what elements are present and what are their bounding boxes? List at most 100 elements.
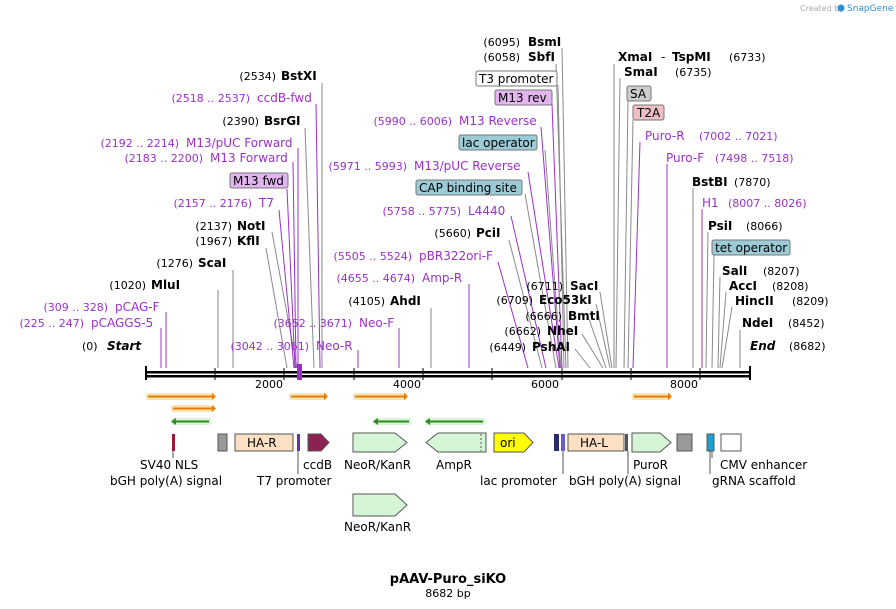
lac-operator-feature <box>561 434 565 451</box>
cut-line-acci <box>719 291 727 369</box>
enzyme-bmti-name: BmtI <box>568 309 600 323</box>
enzyme-pcii-name: PciI <box>476 226 501 240</box>
enzyme-sali-num: (8207) <box>763 265 800 278</box>
cut-line-nhei <box>581 333 604 369</box>
ampr-feature <box>425 432 487 453</box>
enzyme-saci-num: (6711) <box>526 280 563 293</box>
scale-8000: 8000 <box>670 378 698 391</box>
primer-pcaggs-5-range: (225 .. 247) <box>19 317 84 330</box>
enzyme-bsrgi-num: (2390) <box>222 115 259 128</box>
sv40-nls-feature <box>172 434 175 451</box>
enzyme-ndei-num: (8452) <box>788 317 825 330</box>
t7-promoter-label: T7 promoter <box>256 474 332 488</box>
t3-promoter-box <box>475 70 558 87</box>
primer-line-m13-rev <box>551 103 563 369</box>
cut-line-noti <box>271 231 298 369</box>
ccdb-label: ccdB <box>303 458 332 472</box>
primer-arrow-fwd-1 <box>146 393 216 400</box>
polya-feature <box>676 433 693 452</box>
primer-pcag-f-name: pCAG-F <box>115 300 160 314</box>
enzyme-smai-num: (6735) <box>675 66 712 79</box>
enzyme-kfli-num: (1967) <box>195 235 232 248</box>
primer-m13-reverse-range: (5990 .. 6006) <box>373 115 452 128</box>
m13-rev-label: M13 rev <box>498 91 547 105</box>
tet-operator-label: tet operator <box>715 241 787 255</box>
ha-l-feature <box>567 433 625 452</box>
connector-tet-operator <box>711 253 715 369</box>
enzyme-pcii-num: (5660) <box>434 227 471 240</box>
primer-arrow-rev-2 <box>373 418 411 425</box>
primer-line-m13-fwd <box>286 188 296 369</box>
m13-fwd-label: M13 fwd <box>233 174 284 188</box>
start-label: Start <box>107 339 142 353</box>
primer-pcaggs-5-name: pCAGGS-5 <box>91 316 153 330</box>
cap-binding-site-label: CAP binding site <box>419 181 517 195</box>
enzyme-bstbi-num: (7870) <box>734 176 771 189</box>
connector-t2a <box>627 119 634 369</box>
enzyme-xmai-sep: - <box>661 50 665 64</box>
primer-m13-forward-name: M13 Forward <box>210 151 288 165</box>
puror-feature <box>631 432 672 453</box>
sa-label: SA <box>630 87 647 101</box>
enzyme-smai-name: SmaI <box>624 65 658 79</box>
tet-operator-box <box>711 239 791 256</box>
primer-t7-range: (2157 .. 2176) <box>173 197 252 210</box>
cut-line-smai <box>615 77 621 369</box>
lac-operator-box <box>458 134 538 151</box>
primer-arrow-fwd-5 <box>632 393 672 400</box>
cut-line-eco53ki <box>595 303 611 369</box>
enzyme-nhei-name: NheI <box>547 324 578 338</box>
end-label: End <box>750 339 776 353</box>
scale-6000: 6000 <box>531 378 559 391</box>
enzyme-psii-num: (8066) <box>746 220 783 233</box>
cut-line-pshai <box>574 348 591 369</box>
neor-kanr-feature <box>352 432 408 453</box>
primer-m13-forward-range: (2183 .. 2200) <box>124 152 203 165</box>
primer-arrow-rev-3 <box>425 418 485 425</box>
primer-m13-reverse-name: M13 Reverse <box>459 114 537 128</box>
primer-line-m13-puc-reverse <box>527 171 560 369</box>
primer-ccdb-fwd-name: ccdB-fwd <box>257 91 312 105</box>
primer-arrow-rev-1 <box>171 418 211 425</box>
enzyme-saci-name: SacI <box>570 279 598 293</box>
enzyme-xmai-name: XmaI <box>618 50 652 64</box>
primer-amp-r-range: (4655 .. 4674) <box>336 272 415 285</box>
enzyme-kfli-name: KflI <box>237 234 260 248</box>
cut-line-bmti <box>588 318 607 369</box>
primer-puro-r-name: Puro-R <box>645 129 685 143</box>
primer-h1-range: (8007 .. 8026) <box>728 197 807 210</box>
primer-l4440-name: L4440 <box>468 204 505 218</box>
brand-name: SnapGene <box>847 4 894 14</box>
plasmid-title: pAAV-Puro_siKO <box>390 572 506 587</box>
enzyme-bsmi-name: BsmI <box>528 35 561 49</box>
primer-line-t7 <box>278 209 295 369</box>
enzyme-sbfi-num: (6058) <box>483 51 520 64</box>
primer-line-m13-forward <box>292 161 297 369</box>
cut-line-saci <box>599 291 613 369</box>
enzyme-eco53ki-num: (6709) <box>496 294 533 307</box>
cap-binding-site-box <box>415 179 523 196</box>
ha-l-label: HA-L <box>580 436 608 450</box>
primer-t7-name: T7 <box>258 196 274 210</box>
bgh-polya-label-1: bGH poly(A) signal <box>110 474 222 488</box>
enzyme-mlui-name: MluI <box>151 278 180 292</box>
enzyme-hincii-num: (8209) <box>792 295 829 308</box>
cmv-enhancer-label: CMV enhancer <box>720 458 807 472</box>
connector-lac-operator <box>544 149 562 369</box>
enzyme-noti-num: (2137) <box>195 220 232 233</box>
bgh-polya-feature-1 <box>217 433 228 452</box>
cut-line-sali <box>717 276 721 369</box>
enzyme-hincii-name: HincII <box>735 294 774 308</box>
connector-sa <box>623 99 629 369</box>
scale-2000: 2000 <box>255 378 283 391</box>
sv40-nls-label: SV40 NLS <box>140 458 198 472</box>
enzyme-scai-num: (1276) <box>156 257 193 270</box>
primer-line-pbr322ori-f <box>497 261 529 369</box>
cut-line-bsrgi <box>304 127 315 369</box>
enzyme-pshai-num: (6449) <box>489 341 526 354</box>
ori-feature <box>493 432 534 453</box>
bgh-polya-label-2: bGH poly(A) signal <box>569 474 681 488</box>
cut-line-psii <box>705 231 709 369</box>
connector-cap-site <box>524 193 557 369</box>
